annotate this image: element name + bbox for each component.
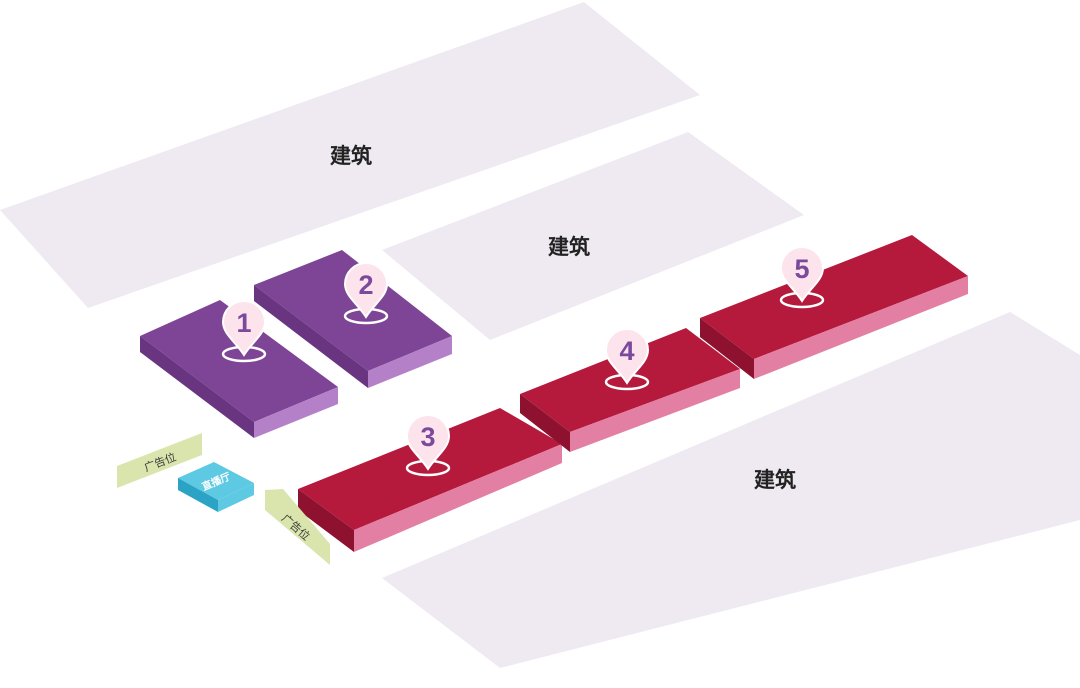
- live-hall-kiosk[interactable]: 直播厅: [178, 462, 254, 512]
- area-5-block[interactable]: [700, 235, 968, 379]
- area-2-pin[interactable]: 2: [343, 262, 389, 325]
- area-3-number: 3: [420, 422, 435, 452]
- area-5-number: 5: [794, 254, 809, 284]
- building-bottom-label: 建筑: [754, 468, 796, 492]
- building-middle: 建筑: [382, 132, 804, 340]
- building-bottom: 建筑: [382, 312, 1080, 668]
- area-4-number: 4: [619, 336, 634, 366]
- area-5-pin[interactable]: 5: [779, 246, 825, 309]
- area-1-pin[interactable]: 1: [221, 300, 267, 363]
- building-middle-label: 建筑: [548, 235, 590, 259]
- area-2-number: 2: [358, 270, 373, 300]
- area-1-number: 1: [236, 308, 251, 338]
- area-4-pin[interactable]: 4: [604, 328, 650, 391]
- area-3-pin[interactable]: 3: [405, 414, 451, 477]
- area-3-block[interactable]: [298, 408, 562, 552]
- building-top: 建筑: [0, 2, 700, 308]
- building-top-label: 建筑: [330, 144, 372, 168]
